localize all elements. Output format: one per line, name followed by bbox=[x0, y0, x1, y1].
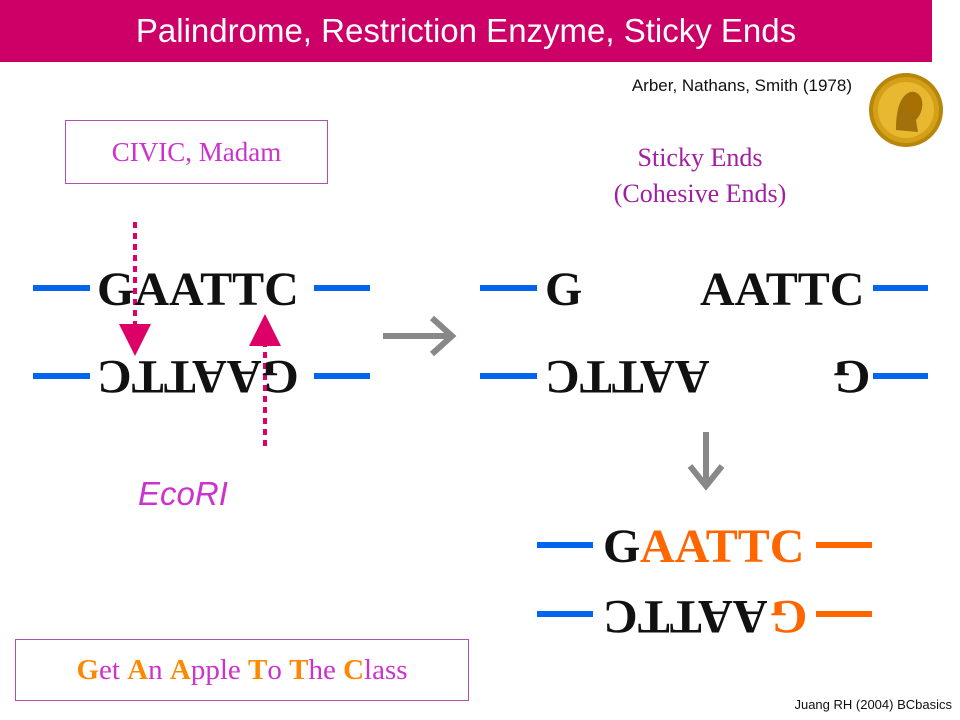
cut-top-left: G bbox=[545, 263, 583, 316]
mnemonic-word: The bbox=[289, 654, 336, 686]
mnemonic-word: Get bbox=[76, 654, 120, 686]
left-bottom-strand: GAATTC bbox=[97, 350, 299, 403]
mnemonic-rest: et bbox=[99, 654, 120, 686]
mnemonic-initial: C bbox=[343, 654, 365, 686]
mnemonic-rest: lass bbox=[364, 654, 408, 686]
cohesive-ends-label: (Cohesive Ends) bbox=[613, 179, 787, 208]
nobel-medal-icon bbox=[866, 70, 946, 150]
arrow-down-icon bbox=[687, 432, 725, 491]
page-title: Palindrome, Restriction Enzyme, Sticky E… bbox=[135, 12, 797, 49]
ligated-bottom-g: G bbox=[770, 590, 808, 643]
title-bar bbox=[0, 0, 932, 62]
credit: Juang RH (2004) BCbasics bbox=[794, 697, 952, 712]
mnemonic-word: An bbox=[127, 654, 162, 686]
sticky-ends-heading: Sticky Ends (Cohesive Ends) bbox=[560, 140, 840, 212]
mnemonic-initial: A bbox=[169, 654, 191, 686]
mnemonic-word: Class bbox=[343, 654, 407, 686]
citation: Arber, Nathans, Smith (1978) bbox=[631, 76, 852, 95]
mnemonic-rest: o bbox=[267, 654, 282, 686]
mnemonic-rest: he bbox=[308, 654, 336, 686]
mnemonic-word: To bbox=[248, 654, 282, 686]
arrow-right-icon bbox=[383, 315, 457, 357]
mnemonic-word: Apple bbox=[170, 654, 241, 686]
mnemonic-initial: T bbox=[248, 654, 268, 686]
mnemonic-text: Get An Apple To The Class bbox=[15, 639, 469, 701]
mnemonic-rest: pple bbox=[190, 654, 241, 686]
palindrome-examples: CIVIC, Madam bbox=[111, 137, 282, 167]
palindrome-example-box bbox=[65, 120, 328, 184]
left-top-strand: GAATTC bbox=[97, 263, 299, 316]
sticky-ends-label: Sticky Ends bbox=[637, 143, 763, 172]
cut-top-right: AATTC bbox=[700, 263, 865, 316]
mnemonic-box bbox=[15, 639, 469, 701]
mnemonic-initial: A bbox=[127, 654, 149, 686]
ligated-top-rest: AATTC bbox=[640, 520, 805, 573]
ligated-top-g: G bbox=[603, 520, 641, 573]
mnemonic-rest: n bbox=[148, 654, 163, 686]
mnemonic-initial: G bbox=[76, 654, 99, 686]
cut-bottom-left: AATTC bbox=[545, 350, 710, 403]
cut-bottom-right: G bbox=[833, 350, 871, 403]
mnemonic-initial: T bbox=[289, 654, 309, 686]
enzyme-label: EcoRI bbox=[138, 475, 228, 512]
ligated-bottom-rest: AATTC bbox=[603, 590, 768, 643]
